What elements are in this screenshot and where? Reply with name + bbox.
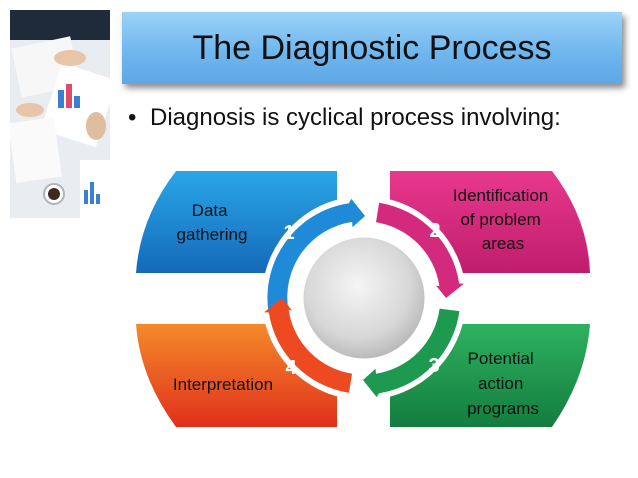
step-number-4: 4	[285, 357, 297, 379]
label-potential-action-line-3: programs	[467, 399, 539, 418]
bullet-text: Diagnosis is cyclical process involving:	[150, 104, 561, 131]
label-data-gathering: Data gathering	[177, 201, 248, 244]
step-number-1: 1	[283, 222, 294, 244]
label-identification-line-1: Identification	[453, 186, 548, 205]
label-potential-action: Potential action programs	[467, 349, 539, 418]
label-identification: Identification of problem areas	[453, 186, 553, 253]
ring-segment-3	[363, 308, 460, 398]
ring-segment-4	[264, 298, 352, 393]
slide-title: The Diagnostic Process	[192, 28, 552, 67]
label-data-gathering-line-2: gathering	[177, 225, 248, 244]
bullet-dot: •	[128, 104, 137, 131]
step-number-2: 2	[429, 220, 440, 242]
label-identification-line-3: areas	[482, 234, 525, 253]
label-interpretation-line-1: Interpretation	[173, 375, 273, 394]
label-interpretation: Interpretation	[173, 375, 273, 394]
label-identification-line-2: of problem	[460, 210, 540, 229]
ring-segment-2	[376, 202, 464, 298]
label-data-gathering-line-1: Data	[192, 201, 228, 220]
bullet-line: • Diagnosis is cyclical process involving…	[128, 104, 561, 132]
office-papers-photo	[10, 10, 110, 218]
label-potential-action-line-2: action	[478, 374, 523, 393]
step-number-3: 3	[428, 355, 439, 377]
title-bar: The Diagnostic Process	[122, 12, 622, 84]
label-potential-action-line-1: Potential	[468, 349, 534, 368]
ring-segment-1	[267, 198, 365, 314]
center-sphere	[300, 234, 428, 362]
